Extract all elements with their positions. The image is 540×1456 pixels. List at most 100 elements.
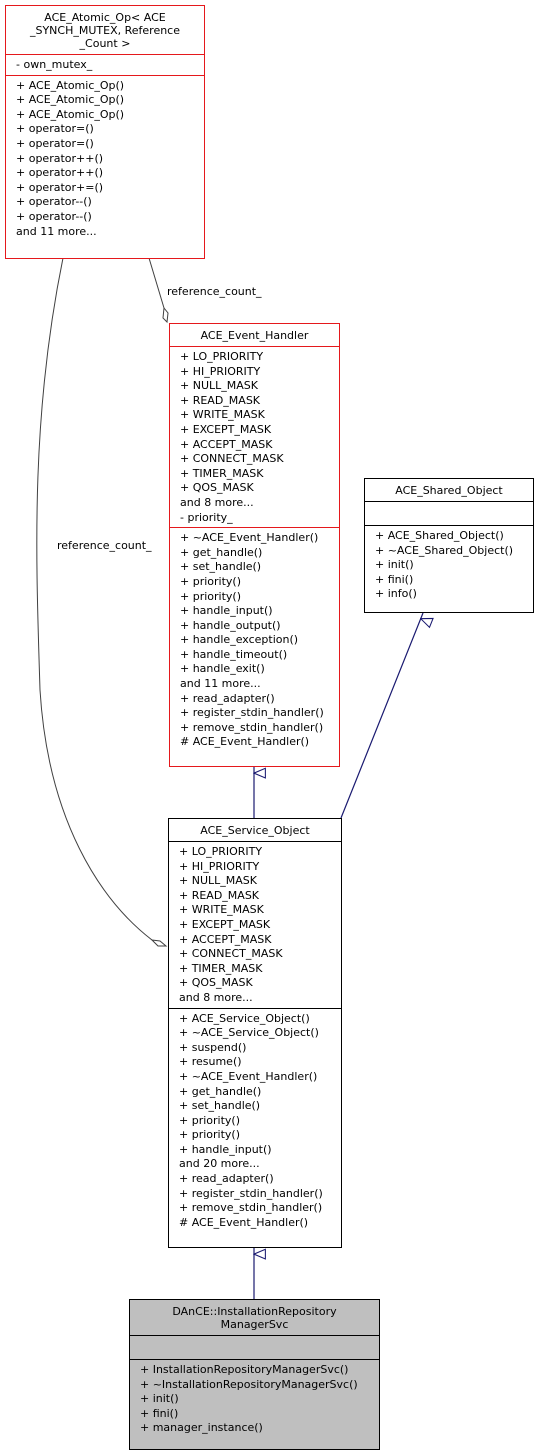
method: # ACE_Event_Handler()	[180, 735, 310, 749]
attribute: + WRITE_MASK	[179, 903, 264, 917]
methods-section: + ACE_Service_Object() + ~ACE_Service_Ob…	[169, 1007, 341, 1233]
method: + handle_input()	[180, 604, 273, 618]
class-node-installation-repository-manager-svc[interactable]: DAnCE::InstallationRepository ManagerSvc…	[129, 1299, 380, 1450]
method: + operator=()	[16, 122, 94, 136]
class-node-service-object[interactable]: ACE_Service_Object + LO_PRIORITY + HI_PR…	[168, 818, 342, 1248]
title-line: _SYNCH_MUTEX, Reference	[29, 24, 180, 37]
class-title: ACE_Atomic_Op< ACE _SYNCH_MUTEX, Referen…	[6, 6, 204, 54]
method: + get_handle()	[179, 1084, 262, 1098]
edge-label-reference-count-upper: reference_count_	[167, 285, 262, 298]
class-title: ACE_Event_Handler	[200, 329, 309, 342]
attribute: + NULL_MASK	[180, 379, 258, 393]
method: + remove_stdin_handler()	[180, 720, 324, 734]
more-members-link[interactable]: and 11 more...	[180, 677, 261, 691]
composition-edge-upper	[148, 257, 165, 309]
title-line: DAnCE::InstallationRepository	[172, 1305, 337, 1318]
attribute: + READ_MASK	[179, 888, 260, 902]
method: + ACE_Shared_Object()	[375, 529, 504, 542]
class-title: ACE_Service_Object	[200, 824, 310, 837]
attribute: + READ_MASK	[180, 393, 261, 407]
class-node-event-handler[interactable]: ACE_Event_Handler + LO_PRIORITY + HI_PRI…	[169, 323, 340, 767]
method: + manager_instance()	[140, 1421, 263, 1435]
attribute: + ACCEPT_MASK	[179, 932, 272, 946]
composition-diamond-upper-icon	[162, 306, 169, 324]
attribute: + NULL_MASK	[179, 874, 257, 888]
method: + ACE_Atomic_Op()	[16, 93, 125, 107]
method: + init()	[375, 558, 414, 572]
methods-section: + ACE_Atomic_Op() + ACE_Atomic_Op() + AC…	[6, 74, 204, 242]
class-title: ACE_Shared_Object	[395, 484, 503, 497]
attribute: - own_mutex_	[16, 58, 93, 71]
attribute: + ACCEPT_MASK	[180, 437, 273, 451]
method: + handle_output()	[180, 618, 281, 632]
more-members-link[interactable]: and 8 more...	[180, 495, 254, 509]
class-title: DAnCE::InstallationRepository ManagerSvc	[130, 1300, 379, 1335]
method: + fini()	[140, 1406, 179, 1420]
attribute: - priority_	[180, 510, 233, 524]
method: + ACE_Atomic_Op()	[16, 78, 125, 92]
method: + priority()	[180, 574, 241, 588]
method: + ~InstallationRepositoryManagerSvc()	[140, 1377, 358, 1391]
method: + handle_input()	[179, 1142, 272, 1156]
attributes-section: + LO_PRIORITY + HI_PRIORITY + NULL_MASK …	[169, 841, 341, 1008]
method: + read_adapter()	[179, 1172, 274, 1186]
attribute: + CONNECT_MASK	[179, 947, 283, 961]
method: + operator--()	[16, 195, 92, 209]
method: + get_handle()	[180, 545, 263, 559]
attribute: + LO_PRIORITY	[180, 350, 264, 363]
method: + init()	[140, 1392, 179, 1406]
title-line: ManagerSvc	[220, 1318, 289, 1331]
attribute: + CONNECT_MASK	[180, 452, 284, 466]
method: + operator++()	[16, 166, 104, 180]
method: + remove_stdin_handler()	[179, 1201, 323, 1215]
method: + handle_exception()	[180, 633, 299, 647]
method: + ~ACE_Shared_Object()	[375, 543, 514, 557]
more-members-link[interactable]: and 11 more...	[16, 224, 97, 238]
method: + register_stdin_handler()	[180, 706, 324, 720]
method: + handle_exit()	[180, 662, 265, 676]
method: + priority()	[179, 1128, 240, 1142]
method: + read_adapter()	[180, 691, 275, 705]
attribute: + EXCEPT_MASK	[179, 917, 271, 931]
title-line: ACE_Atomic_Op< ACE	[44, 11, 166, 24]
attribute: + WRITE_MASK	[180, 408, 265, 422]
method: + set_handle()	[179, 1099, 261, 1113]
method: + priority()	[180, 589, 241, 603]
method: + InstallationRepositoryManagerSvc()	[140, 1363, 349, 1376]
more-members-link[interactable]: and 8 more...	[179, 990, 253, 1004]
method: + operator++()	[16, 151, 104, 165]
method: + ~ACE_Event_Handler()	[180, 531, 319, 545]
attributes-section: + LO_PRIORITY + HI_PRIORITY + NULL_MASK …	[170, 346, 339, 527]
attribute: + QOS_MASK	[180, 481, 254, 495]
attributes-section: - own_mutex_	[6, 54, 204, 75]
methods-section: + ~ACE_Event_Handler() + get_handle() + …	[170, 527, 339, 752]
inheritance-edge-shared-object	[340, 612, 423, 819]
methods-section: + ACE_Shared_Object() + ~ACE_Shared_Obje…	[365, 525, 533, 604]
attribute: + TIMER_MASK	[179, 961, 263, 975]
class-node-shared-object[interactable]: ACE_Shared_Object + ACE_Shared_Object() …	[364, 478, 534, 613]
class-node-atomic-op[interactable]: ACE_Atomic_Op< ACE _SYNCH_MUTEX, Referen…	[5, 5, 205, 259]
more-members-link[interactable]: and 20 more...	[179, 1157, 260, 1171]
composition-diamond-left-icon	[150, 939, 168, 947]
attribute: + HI_PRIORITY	[180, 364, 261, 378]
attribute: + TIMER_MASK	[180, 466, 264, 480]
method: + ACE_Service_Object()	[179, 1011, 310, 1025]
attribute: + QOS_MASK	[179, 976, 253, 990]
method: + info()	[375, 587, 417, 601]
method: + operator--()	[16, 209, 92, 223]
attributes-section	[130, 1335, 379, 1359]
method: + resume()	[179, 1055, 242, 1069]
edge-label-reference-count-left: reference_count_	[57, 539, 152, 552]
attributes-section	[365, 501, 533, 525]
methods-section: + InstallationRepositoryManagerSvc() + ~…	[130, 1359, 379, 1438]
method: + operator+=()	[16, 180, 104, 194]
attribute: + EXCEPT_MASK	[180, 422, 272, 436]
method: + ACE_Atomic_Op()	[16, 107, 125, 121]
method: + register_stdin_handler()	[179, 1186, 323, 1200]
title-line: _Count >	[79, 37, 131, 50]
attribute: + HI_PRIORITY	[179, 859, 260, 873]
attribute: + LO_PRIORITY	[179, 845, 263, 858]
method: + set_handle()	[180, 560, 262, 574]
method: + operator=()	[16, 136, 94, 150]
